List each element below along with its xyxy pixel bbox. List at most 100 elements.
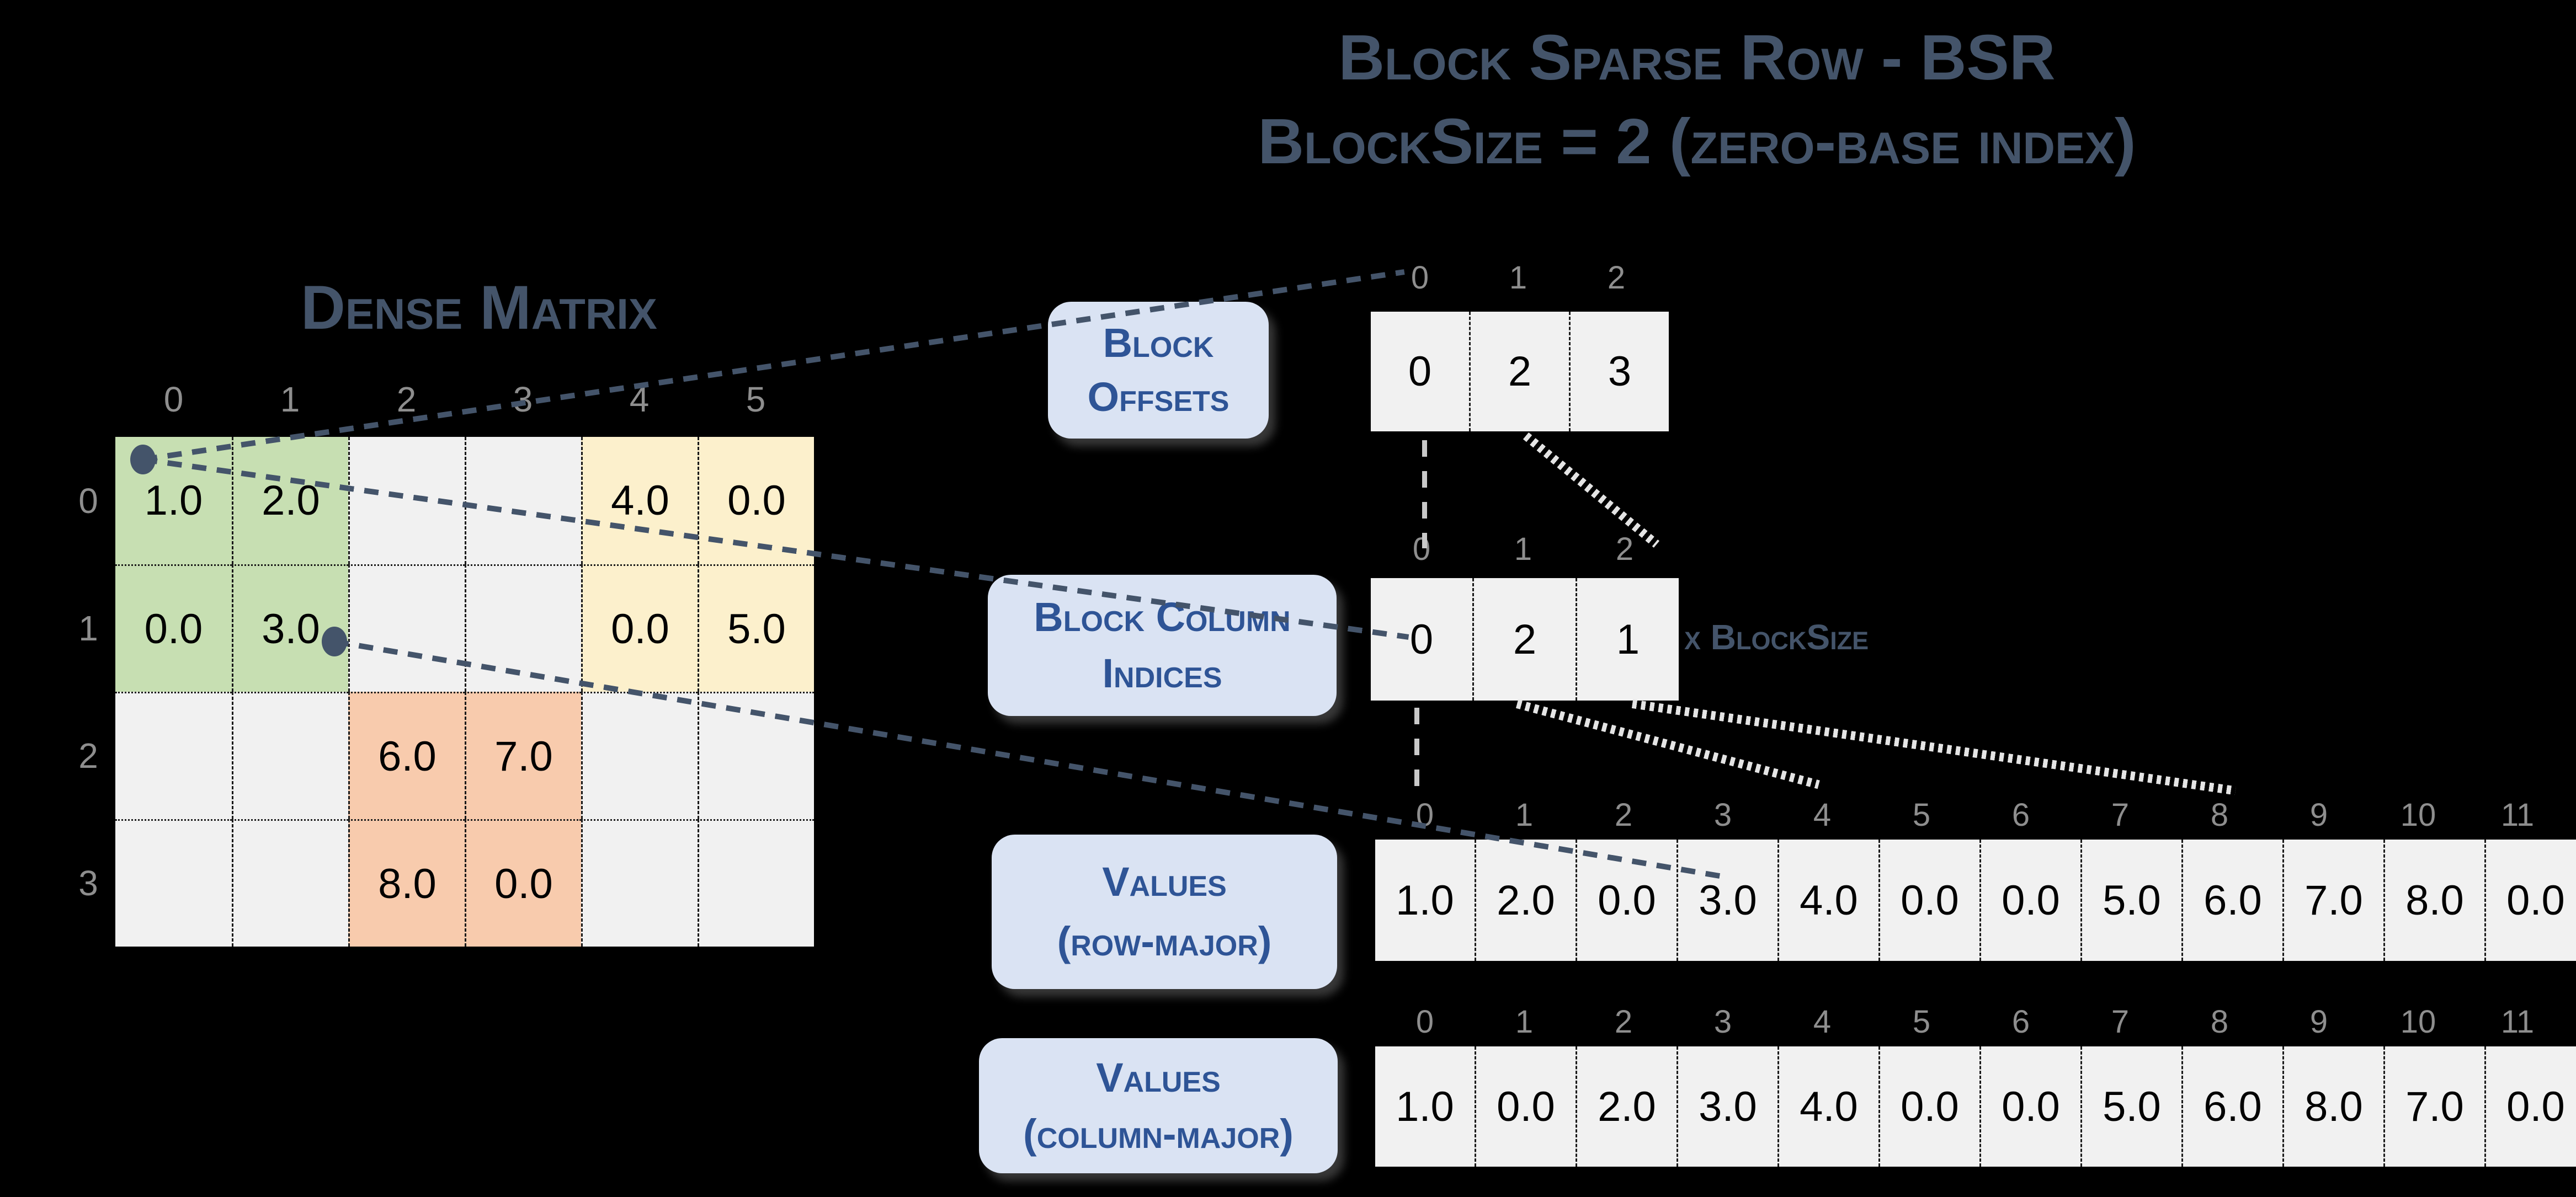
- values-column-major-cell-4: 4.0: [1777, 1046, 1878, 1167]
- values-row-major-index-6: 6: [2011, 797, 2030, 833]
- block-offsets-index-1: 1: [1509, 260, 1527, 296]
- matrix-cell-r3c1: [232, 819, 348, 947]
- values-row-major-cell-8: 6.0: [2181, 840, 2282, 961]
- block-column-indices-cell-1: 2: [1472, 578, 1576, 701]
- matrix-cell-r2c1: [232, 692, 348, 819]
- block-column-indices-cell-2: 1: [1576, 578, 1679, 701]
- block-column-indices-index-2: 2: [1615, 531, 1634, 567]
- values-column-major-cell-1: 0.0: [1475, 1046, 1576, 1167]
- block-offsets-label-line2: Offsets: [1087, 374, 1230, 420]
- block-offsets-label-line1: Block: [1103, 320, 1214, 366]
- vcm-label-line2: (column-major): [1023, 1110, 1294, 1157]
- values-column-major-cell-9: 8.0: [2282, 1046, 2383, 1167]
- block-offsets-cell-1: 2: [1469, 312, 1569, 431]
- values-row-major-cell-4: 4.0: [1777, 840, 1878, 961]
- guide-bci2-to-values-index8: [1631, 699, 2236, 795]
- matrix-cell-r2c2: 6.0: [348, 692, 465, 819]
- values-row-major-cell-3: 3.0: [1676, 840, 1777, 961]
- vrm-label-line2: (row-major): [1057, 918, 1272, 964]
- dense-matrix-title: Dense Matrix: [301, 273, 657, 342]
- values-row-major-index-3: 3: [1713, 797, 1732, 833]
- values-column-major-cell-11: 0.0: [2484, 1046, 2576, 1167]
- values-column-major-index-6: 6: [2011, 1004, 2030, 1040]
- title-line2: BlockSize = 2 (zero-base index): [1258, 105, 2136, 177]
- matrix-cell-r3c3: 0.0: [465, 819, 581, 947]
- matrix-cell-r3c0: [115, 819, 232, 947]
- block-offsets-index-0: 0: [1411, 260, 1429, 296]
- guide-offset1-to-bci-index2: [1523, 432, 1660, 548]
- values-row-major-index-10: 10: [2400, 797, 2436, 833]
- block-offsets-indices: 0 1 2: [1371, 261, 1665, 295]
- block-column-indices-index-0: 0: [1412, 531, 1431, 567]
- dense-matrix-row-headers: 0 1 2 3: [65, 437, 111, 947]
- values-row-major-index-4: 4: [1813, 797, 1832, 833]
- matrix-row-header-0: 0: [78, 480, 98, 521]
- matrix-cell-r3c4: [581, 819, 698, 947]
- blocksize-multiplier-note: x BlockSize: [1684, 617, 1869, 657]
- matrix-cell-r3c2: 8.0: [348, 819, 465, 947]
- values-row-major-index-2: 2: [1614, 797, 1633, 833]
- values-column-major-cell-8: 6.0: [2181, 1046, 2282, 1167]
- matrix-col-header-2: 2: [396, 380, 417, 419]
- values-row-major-cell-6: 0.0: [1979, 840, 2080, 961]
- values-column-major-cell-7: 5.0: [2080, 1046, 2181, 1167]
- values-row-major-label: Values (row-major): [992, 835, 1337, 989]
- block-column-indices-label: Block Column Indices: [988, 575, 1337, 716]
- matrix-cell-r2c4: [581, 692, 698, 819]
- values-row-major-cell-1: 2.0: [1475, 840, 1576, 961]
- values-column-major-index-2: 2: [1614, 1004, 1633, 1040]
- matrix-cell-r0c4: 4.0: [581, 437, 698, 564]
- matrix-cell-r1c4: 0.0: [581, 564, 698, 692]
- values-column-major-cell-3: 3.0: [1676, 1046, 1777, 1167]
- values-row-major-index-8: 8: [2210, 797, 2229, 833]
- anchor-dot-block0: [130, 445, 156, 474]
- values-column-major-index-7: 7: [2111, 1004, 2130, 1040]
- values-row-major-index-11: 11: [2500, 797, 2535, 833]
- guide-offsets-to-bci: [1422, 440, 1427, 548]
- matrix-cell-r2c0: [115, 692, 232, 819]
- values-row-major-cell-11: 0.0: [2484, 840, 2576, 961]
- values-column-major-index-3: 3: [1713, 1004, 1732, 1040]
- matrix-cell-r3c5: [698, 819, 814, 947]
- values-row-major-index-5: 5: [1912, 797, 1931, 833]
- values-column-major-cell-2: 2.0: [1576, 1046, 1676, 1167]
- matrix-row-header-2: 2: [78, 735, 98, 776]
- block-column-indices-indices: 0 1 2: [1371, 533, 1675, 566]
- matrix-cell-r1c2: [348, 564, 465, 692]
- block-column-indices-index-1: 1: [1514, 531, 1532, 567]
- values-row-major-cell-10: 8.0: [2383, 840, 2484, 961]
- values-row-major-index-9: 9: [2309, 797, 2328, 833]
- values-row-major-cell-5: 0.0: [1878, 840, 1979, 961]
- block-offsets-index-2: 2: [1607, 260, 1626, 296]
- matrix-cell-r0c3: [465, 437, 581, 564]
- matrix-cell-r1c0: 0.0: [115, 564, 232, 692]
- bci-label-line2: Indices: [1102, 650, 1222, 696]
- values-column-major-index-10: 10: [2400, 1004, 2436, 1040]
- values-column-major-index-9: 9: [2309, 1004, 2328, 1040]
- values-row-major-index-7: 7: [2111, 797, 2130, 833]
- matrix-col-header-5: 5: [746, 380, 766, 419]
- values-column-major-index-4: 4: [1813, 1004, 1832, 1040]
- values-row-major-cell-7: 5.0: [2080, 840, 2181, 961]
- matrix-cell-r1c5: 5.0: [698, 564, 814, 692]
- values-column-major-index-11: 11: [2500, 1004, 2535, 1040]
- matrix-cell-r2c3: 7.0: [465, 692, 581, 819]
- values-column-major-cell-6: 0.0: [1979, 1046, 2080, 1167]
- values-column-major-cell-0: 1.0: [1375, 1046, 1475, 1167]
- values-column-major-index-8: 8: [2210, 1004, 2229, 1040]
- vrm-label-line1: Values: [1102, 859, 1227, 905]
- matrix-row-header-3: 3: [78, 863, 98, 903]
- values-row-major-index-1: 1: [1515, 797, 1534, 833]
- values-column-major-label: Values (column-major): [979, 1038, 1338, 1173]
- matrix-row-header-1: 1: [78, 608, 98, 648]
- anchor-dot-value3: [322, 627, 347, 656]
- block-offsets-cell-0: 0: [1371, 312, 1469, 431]
